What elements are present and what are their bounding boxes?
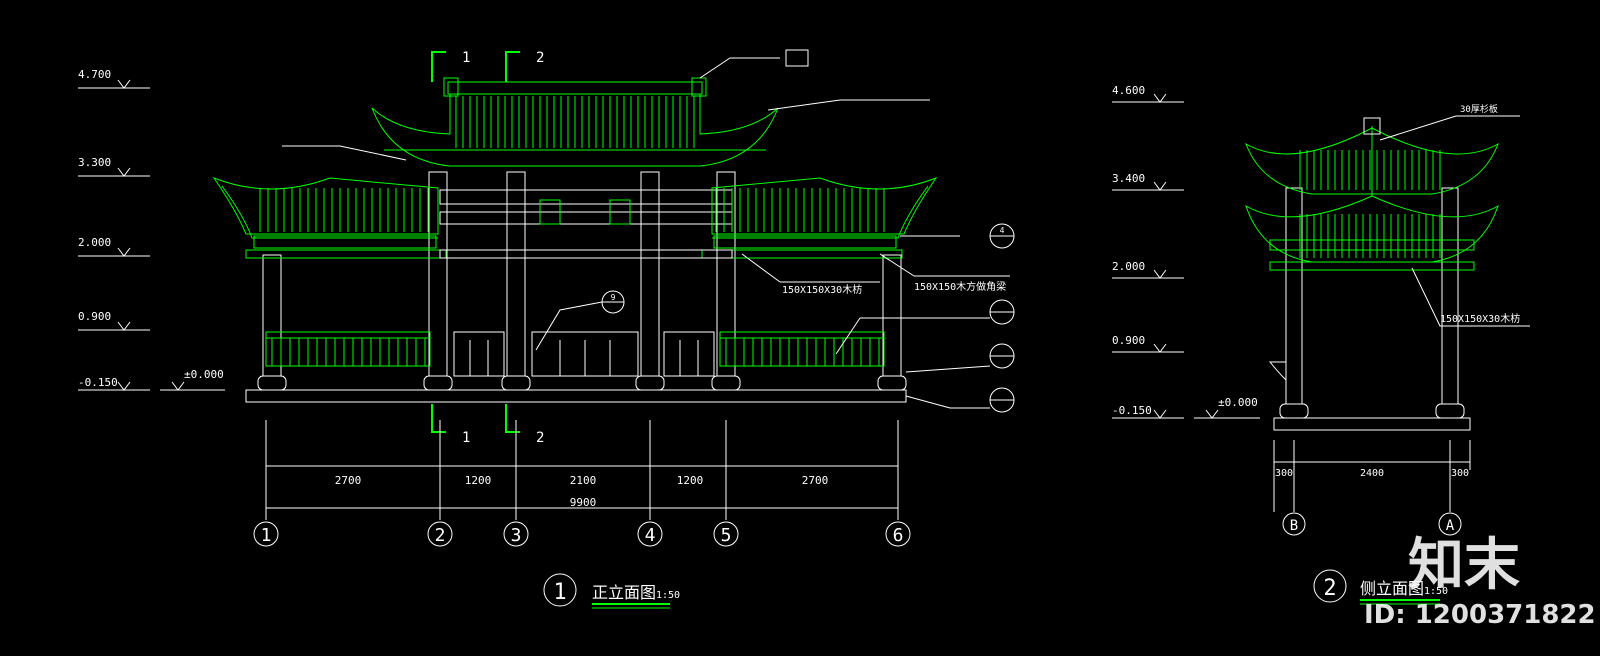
section-mark-label: 1 <box>462 430 470 446</box>
id-watermark: ID: 1200371822 <box>1364 600 1596 630</box>
callout-beam2: 150X150木方做角梁 <box>914 280 1006 293</box>
base-plinth <box>245 389 907 403</box>
axis-bubble: 6 <box>885 521 911 547</box>
level-mark: 4.600 <box>1112 84 1184 103</box>
svg-text:-0.150: -0.150 <box>1112 404 1152 417</box>
svg-text:3.400: 3.400 <box>1112 172 1145 185</box>
level-mark: 3.400 <box>1112 172 1184 191</box>
dim-label: 1200 <box>677 474 704 487</box>
axis-bubble: A <box>1438 512 1462 536</box>
roof-top <box>371 77 779 167</box>
svg-text:±0.000: ±0.000 <box>1218 396 1258 409</box>
axis-bubble: 3 <box>503 521 529 547</box>
level-label: 3.300 <box>78 156 111 169</box>
level-mark: 2.000 <box>78 236 150 257</box>
ground-mark: ±0.000 <box>160 368 225 391</box>
columns <box>262 171 902 377</box>
title-text: 正立面图 <box>592 583 656 602</box>
section-mark-label: 2 <box>536 430 544 446</box>
axis-bubble: 1 <box>253 521 279 547</box>
axis-bubble: 4 <box>637 521 663 547</box>
svg-text:1:50: 1:50 <box>1424 586 1448 597</box>
front-axes: 1 2 3 4 5 6 <box>253 521 911 547</box>
brand-watermark: 知末 <box>1408 533 1520 598</box>
dim-label: 2100 <box>570 474 597 487</box>
level-mark: -0.150 <box>1112 404 1184 419</box>
level-mark: -0.150 <box>78 376 150 391</box>
callout-beam: 150X150X30木枋 <box>782 283 862 296</box>
roof-left <box>212 176 439 249</box>
axis-bubble: 5 <box>713 521 739 547</box>
level-mark: 3.300 <box>78 156 150 177</box>
callout-top: 30厚杉板 <box>1460 103 1498 115</box>
svg-text:2.000: 2.000 <box>1112 260 1145 273</box>
svg-text:侧立面图: 侧立面图 <box>1360 579 1424 598</box>
side-elevation: 30厚杉板 150X150X30木枋 <box>1245 103 1530 431</box>
level-mark: 0.900 <box>78 310 150 331</box>
title-number: 1 <box>553 580 566 605</box>
level-mark: 2.000 <box>1112 260 1184 279</box>
level-mark: 4.700 <box>78 68 150 89</box>
svg-text:300: 300 <box>1451 468 1469 479</box>
front-elevation <box>212 77 938 403</box>
railings <box>265 331 885 367</box>
dim-total: 9900 <box>570 496 597 509</box>
section-mark-label: 1 <box>462 50 470 66</box>
side-title: 2 侧立面图 1:50 <box>1313 569 1448 605</box>
level-mark: 0.900 <box>1112 334 1184 353</box>
svg-text:2400: 2400 <box>1360 468 1384 479</box>
front-level-marks: 4.700 3.300 2.000 0.900 -0.150 ±0.000 <box>78 68 225 391</box>
dim-label: 2700 <box>335 474 362 487</box>
side-level-marks: 4.600 3.400 2.000 0.900 -0.150 ±0.000 <box>1112 84 1260 419</box>
section-mark-label: 2 <box>536 50 544 66</box>
svg-text:4: 4 <box>645 525 656 546</box>
svg-text:A: A <box>1446 518 1455 534</box>
lattice-panels <box>453 331 715 377</box>
front-dimensions: 2700 1200 2100 1200 2700 9900 <box>265 420 899 520</box>
svg-text:5: 5 <box>721 525 732 546</box>
svg-text:4.600: 4.600 <box>1112 84 1145 97</box>
level-label: 2.000 <box>78 236 111 249</box>
dim-label: 1200 <box>465 474 492 487</box>
section-marks: 1 2 1 2 <box>431 50 544 446</box>
svg-text:2: 2 <box>1323 576 1336 601</box>
dim-label: 2700 <box>802 474 829 487</box>
roof-right <box>711 176 938 249</box>
callouts: 4 150X150X30木枋 150X150木方做角梁 9 <box>282 49 1015 413</box>
svg-text:4: 4 <box>1000 226 1005 235</box>
axis-bubble: 2 <box>427 521 453 547</box>
front-title: 1 正立面图 1:50 <box>543 573 680 609</box>
level-label: 4.700 <box>78 68 111 81</box>
svg-text:2: 2 <box>435 525 446 546</box>
level-label: 0.900 <box>78 310 111 323</box>
svg-text:0.900: 0.900 <box>1112 334 1145 347</box>
axis-bubble: B <box>1282 512 1306 536</box>
ground-label: ±0.000 <box>184 368 224 381</box>
title-scale: 1:50 <box>656 590 680 601</box>
level-label: -0.150 <box>78 376 118 389</box>
detail-ref: 9 <box>611 293 616 302</box>
svg-text:B: B <box>1290 518 1298 534</box>
svg-text:300: 300 <box>1275 468 1293 479</box>
svg-text:3: 3 <box>511 525 522 546</box>
svg-text:6: 6 <box>893 525 904 546</box>
ground-mark: ±0.000 <box>1194 396 1260 419</box>
side-dimensions: 300 2400 300 B A <box>1273 440 1471 536</box>
column-bases <box>257 375 907 391</box>
callout-beam: 150X150X30木枋 <box>1440 312 1520 325</box>
svg-text:1: 1 <box>261 525 272 546</box>
